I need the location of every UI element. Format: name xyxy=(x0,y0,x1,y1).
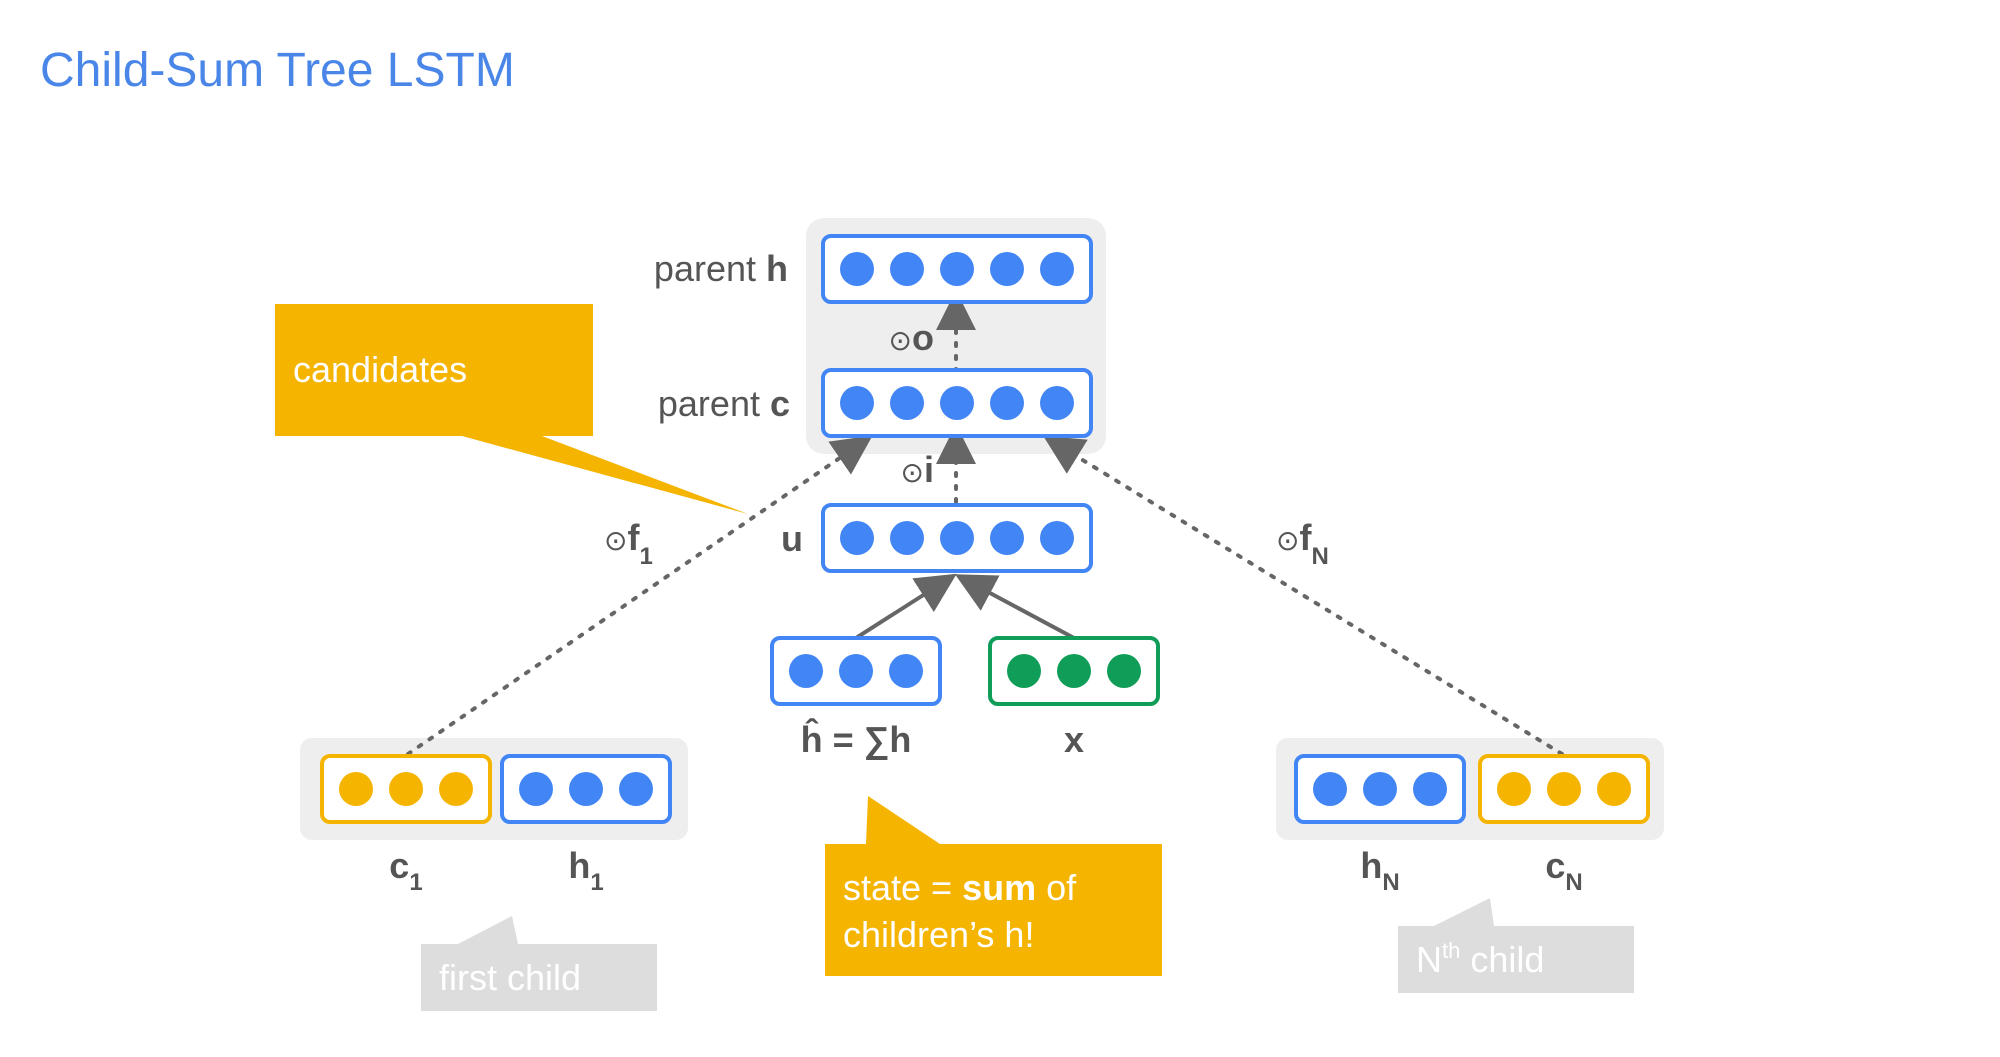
hN-vector xyxy=(1294,754,1466,824)
dot-icon xyxy=(890,521,924,555)
dot-icon xyxy=(940,521,974,555)
dot-icon xyxy=(1040,386,1074,420)
dot-icon xyxy=(1007,654,1041,688)
page-title: Child-Sum Tree LSTM xyxy=(40,44,515,97)
gate-o-label: ⊙o xyxy=(889,317,934,358)
dot-icon xyxy=(789,654,823,688)
state-callout-line2: children’s h! xyxy=(843,914,1034,955)
dot-icon xyxy=(619,772,653,806)
dot-icon xyxy=(1107,654,1141,688)
dot-icon xyxy=(339,772,373,806)
c1-vector xyxy=(320,754,492,824)
dot-icon xyxy=(439,772,473,806)
first-child-callout: first child xyxy=(421,916,657,1011)
hN-label: hN xyxy=(1360,845,1399,896)
dot-icon xyxy=(839,654,873,688)
dot-icon xyxy=(1413,772,1447,806)
dot-icon xyxy=(990,386,1024,420)
dot-icon xyxy=(940,386,974,420)
dot-icon xyxy=(1057,654,1091,688)
dot-icon xyxy=(519,772,553,806)
parent-c-label: parent c xyxy=(658,383,790,424)
candidates-callout-text: candidates xyxy=(293,349,467,390)
nth-child-callout-text: Nth child xyxy=(1416,938,1544,980)
arrow-cN-to-c xyxy=(1043,435,1564,756)
h-hat-label: ĥ = ∑h xyxy=(801,717,912,760)
dot-icon xyxy=(840,252,874,286)
x-label: x xyxy=(1064,719,1084,760)
dot-icon xyxy=(889,654,923,688)
arrow-c1-to-c xyxy=(406,435,873,756)
dot-icon xyxy=(890,386,924,420)
u-label: u xyxy=(781,518,803,559)
h1-label: h1 xyxy=(568,845,603,896)
parent-h-vector xyxy=(821,234,1093,304)
dot-icon xyxy=(940,252,974,286)
cN-label: cN xyxy=(1545,845,1582,896)
dot-icon xyxy=(389,772,423,806)
dot-icon xyxy=(1363,772,1397,806)
dot-icon xyxy=(1497,772,1531,806)
h-hat-vector xyxy=(770,636,942,706)
arrow-hhat-to-u xyxy=(854,573,957,640)
state-callout-line1: state = sum of xyxy=(843,867,1077,908)
dot-icon xyxy=(840,386,874,420)
dot-icon xyxy=(569,772,603,806)
parent-h-label: parent h xyxy=(654,248,788,289)
parent-c-vector xyxy=(821,368,1093,438)
nth-child-callout: Nth child xyxy=(1398,898,1634,993)
x-vector xyxy=(988,636,1160,706)
gate-i-label: ⊙i xyxy=(901,449,934,490)
dot-icon xyxy=(990,252,1024,286)
gate-f1-label: ⊙f1 xyxy=(604,517,653,570)
state-callout: state = sum of children’s h! xyxy=(825,796,1162,976)
dot-icon xyxy=(1547,772,1581,806)
dot-icon xyxy=(840,521,874,555)
h1-vector xyxy=(500,754,672,824)
first-child-callout-text: first child xyxy=(439,957,581,998)
dot-icon xyxy=(1040,521,1074,555)
dot-icon xyxy=(890,252,924,286)
dot-icon xyxy=(1040,252,1074,286)
c1-label: c1 xyxy=(389,845,422,896)
dot-icon xyxy=(1313,772,1347,806)
dot-icon xyxy=(990,521,1024,555)
u-vector xyxy=(821,503,1093,573)
dot-icon xyxy=(1597,772,1631,806)
arrow-x-to-u xyxy=(954,574,1075,640)
cN-vector xyxy=(1478,754,1650,824)
candidates-callout: candidates xyxy=(275,304,748,514)
gate-fN-label: ⊙fN xyxy=(1276,517,1329,570)
